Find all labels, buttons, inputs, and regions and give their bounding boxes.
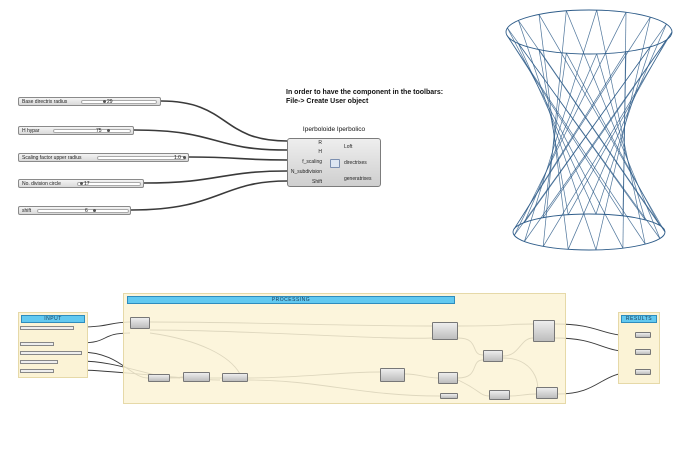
generatrix-line [507,27,624,249]
mini-component-g[interactable] [440,393,458,399]
directrix-circle [512,213,666,251]
generatrix-line [565,10,661,239]
slider-grip-icon [80,182,83,185]
input-port-r[interactable]: R [318,140,322,146]
slider-label: H hypar [22,128,40,134]
generatrix-line [513,12,627,236]
iperboloide-component[interactable]: R H f_scaling N_subdivision Shift Loft d… [287,138,381,187]
mini-component-i[interactable] [489,390,510,400]
mini-component-b[interactable] [183,372,210,382]
input-slider-5[interactable] [20,369,54,373]
mini-component-j[interactable] [533,320,555,342]
output-port-loft[interactable]: Loft [344,144,353,150]
processing-group-title: PROCESSING [127,296,455,304]
slider-label: shift [22,208,32,214]
note-line-1: In order to have the component in the to… [286,89,444,96]
instruction-note: In order to have the component in the to… [286,89,443,106]
result-param-2[interactable] [635,349,651,355]
generatrix-line [507,35,624,217]
slider-grip-icon [103,100,106,103]
slider-track [81,100,157,104]
generatrix-line [514,17,651,229]
slider-label: No. division circle [22,181,61,187]
mini-component-a[interactable] [148,374,170,382]
generatrix-line [524,39,667,242]
hyperboloid-icon [330,159,340,168]
slider-value: 17 [84,181,90,187]
generatrix-line [542,10,567,247]
result-param-3[interactable] [635,369,651,375]
processing-group: PROCESSING [123,293,566,404]
generatrix-line [524,23,667,223]
slider-track [97,156,186,160]
generatrix-line [518,43,597,215]
component-title: Iperboloide Iperbolico [302,126,366,133]
generatrix-line [518,20,597,251]
note-line-2: File-> Create User object [286,97,369,105]
slider-track [53,129,131,133]
slider-track [77,182,141,186]
generatrix-line [567,23,667,250]
generatrix-line [542,53,567,218]
generatrix-line [507,35,646,245]
mini-component-h[interactable] [483,350,503,362]
slider-value: 75 [96,128,102,134]
slider-base-directrix-radius[interactable]: Base directrix radius 29 [18,97,161,106]
slider-scaling-factor-upper-radius[interactable]: Scaling factor upper radius 1.0 [18,153,189,162]
generatrix-line [518,20,661,226]
generatrix-line [565,53,661,226]
result-param-1[interactable] [635,332,651,338]
input-group-title: INPUT [21,315,85,323]
input-slider-3[interactable] [20,351,82,355]
slider-value: 29 [107,99,113,105]
mini-component-e[interactable] [432,322,458,340]
input-slider-1[interactable] [20,326,74,330]
generatrix-line [542,31,673,218]
slider-grip-icon [93,209,96,212]
slider-grip-icon [183,156,186,159]
input-port-f-scaling[interactable]: f_scaling [302,159,322,165]
results-group-title: RESULTS [621,315,657,323]
slider-track [37,209,129,213]
generatrix-line [538,49,666,233]
generatrix-line [567,39,667,215]
input-port-n-subdivision[interactable]: N_subdivision [290,169,322,175]
slider-value: 6 [85,208,88,214]
generatrix-line [596,53,646,220]
generatrix-line [596,10,646,245]
generatrix-line [595,17,651,250]
mini-component-circle[interactable] [130,317,150,329]
input-group: INPUT [18,312,88,378]
output-port-directrixes[interactable]: directrixes [344,160,367,166]
mini-component-f[interactable] [438,372,458,384]
generatrix-line [518,43,661,239]
mini-component-k[interactable] [536,387,558,399]
output-port-generatrixes[interactable]: generatrixes [344,176,372,182]
generatrix-line [524,9,598,242]
slider-label: Scaling factor upper radius [22,155,82,161]
slider-value: 1.0 [174,155,181,161]
mini-component-d[interactable] [380,368,405,382]
input-port-shift[interactable]: Shift [311,179,322,185]
slider-h-hypar[interactable]: H hypar 75 [18,126,134,135]
wires [130,100,288,211]
input-slider-2[interactable] [20,342,54,346]
input-port-h[interactable]: H [318,149,322,155]
generatrix-line [595,46,651,215]
input-slider-4[interactable] [20,360,58,364]
hyperboloid-preview [505,9,673,251]
slider-grip-icon [107,129,110,132]
slider-label: Base directrix radius [22,99,68,105]
slider-shift[interactable]: shift 6 [18,206,131,215]
slider-no-division-circle[interactable]: No. division circle 17 [18,179,144,188]
mini-component-c[interactable] [222,373,248,382]
generatrix-line [538,14,569,250]
generatrix-line [538,14,666,233]
